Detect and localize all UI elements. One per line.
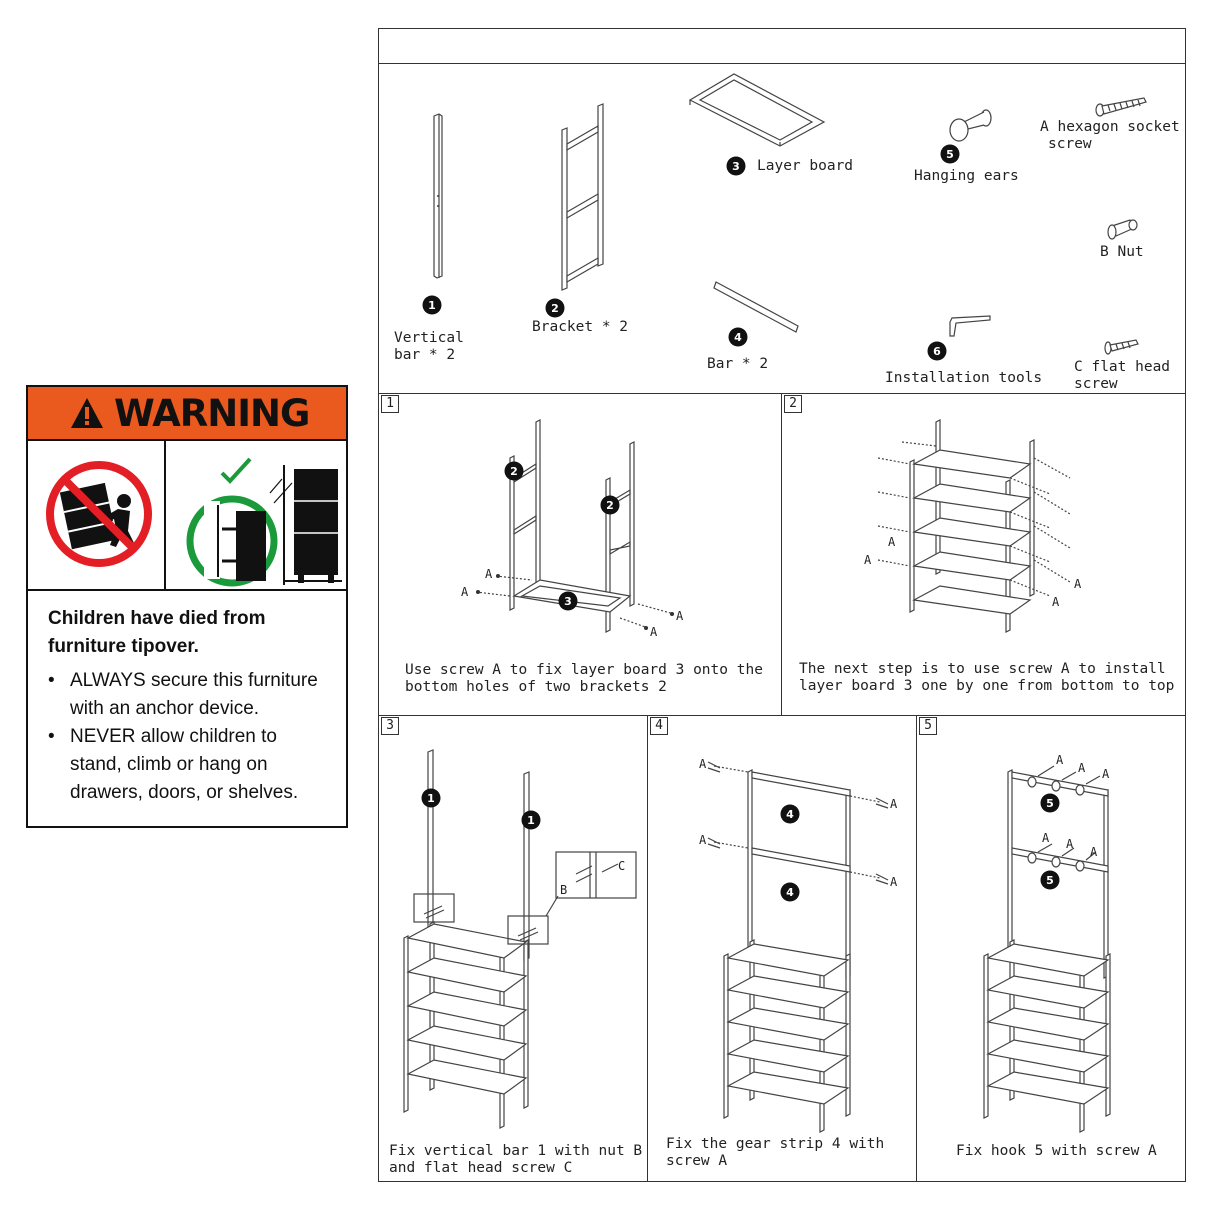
step-1-drawing: A A A A 2 2 3 <box>461 419 684 639</box>
svg-text:1: 1 <box>427 792 435 805</box>
part-number-5: 5 <box>946 148 954 161</box>
svg-text:2: 2 <box>606 499 614 512</box>
step-4-drawing: A A A A 4 4 <box>699 757 898 1133</box>
svg-text:A: A <box>1078 761 1086 775</box>
nut-icon <box>1107 219 1138 240</box>
anchor-secured-icon <box>186 457 342 587</box>
bar-drawing <box>713 281 799 333</box>
step-1-caption: Use screw A to fix layer board 3 onto th… <box>405 662 763 695</box>
part-label-installation-tools: Installation tools <box>885 370 1043 386</box>
svg-text:A: A <box>1090 845 1098 859</box>
flat-head-screw-icon <box>1104 339 1139 355</box>
svg-text:5: 5 <box>1046 874 1054 887</box>
warning-bullet-always: • ALWAYS secure this furniture with an a… <box>48 670 318 719</box>
no-climbing-icon <box>46 461 152 567</box>
instruction-sheet <box>378 28 1186 1182</box>
svg-text:3: 3 <box>564 595 572 608</box>
svg-text:A: A <box>864 553 872 567</box>
svg-text:A: A <box>1074 577 1082 591</box>
svg-text:C: C <box>618 859 625 873</box>
svg-text:A: A <box>676 609 684 623</box>
step-5-caption: Fix hook 5 with screw A <box>956 1143 1157 1159</box>
warning-bullets: • ALWAYS secure this furniture with an a… <box>48 667 348 807</box>
step-3-number: 3 <box>381 717 399 735</box>
step-2-caption: The next step is to use screw A to insta… <box>799 661 1175 694</box>
warning-pictograms <box>28 439 346 591</box>
bracket-drawing <box>561 103 604 291</box>
part-number-2: 2 <box>551 302 559 315</box>
svg-text:A: A <box>890 797 898 811</box>
step-5-number: 5 <box>919 717 937 735</box>
warning-heading: Children have died from furniture tipove… <box>48 608 266 657</box>
svg-text:A: A <box>699 833 707 847</box>
hanging-ear-drawing <box>949 109 992 142</box>
step-4-number: 4 <box>650 717 668 735</box>
svg-text:B: B <box>560 883 567 897</box>
part-label-nut-b: B Nut <box>1100 244 1144 260</box>
step-2-number: 2 <box>784 395 802 413</box>
warning-header: WARNING <box>28 387 346 441</box>
svg-text:A: A <box>1052 595 1060 609</box>
svg-text:A: A <box>1056 753 1064 767</box>
svg-text:1: 1 <box>527 814 535 827</box>
svg-text:4: 4 <box>786 808 794 821</box>
part-label-bracket: Bracket * 2 <box>532 319 629 335</box>
warning-triangle-icon <box>71 398 103 428</box>
svg-text:5: 5 <box>1046 797 1054 810</box>
part-label-layer-board: Layer board <box>757 158 854 174</box>
svg-text:A: A <box>1042 831 1050 845</box>
layer-board-drawing <box>688 73 826 147</box>
warning-title: WARNING <box>114 392 310 435</box>
step-3-drawing: B C 1 1 <box>403 749 637 1129</box>
svg-text:A: A <box>461 585 469 599</box>
step-1-screw-a-label: A <box>485 567 493 581</box>
svg-text:A: A <box>1102 767 1110 781</box>
vertical-bar-drawing <box>433 113 443 279</box>
part-number-4: 4 <box>734 331 742 344</box>
svg-text:A: A <box>1066 837 1074 851</box>
svg-text:4: 4 <box>786 886 794 899</box>
hexagon-socket-screw-icon <box>1095 97 1147 117</box>
svg-text:A: A <box>890 875 898 889</box>
svg-text:A: A <box>699 757 707 771</box>
step-1-number: 1 <box>381 395 399 413</box>
part-number-6: 6 <box>933 345 941 358</box>
part-label-hanging-ears: Hanging ears <box>914 168 1019 184</box>
step-2-drawing: A A A A <box>864 419 1082 633</box>
warning-bullet-never: • NEVER allow children to stand, climb o… <box>48 726 299 803</box>
step-5-drawing: A A A A A A 5 5 <box>983 753 1111 1133</box>
warning-label: WARNING <box>26 385 348 828</box>
part-number-3: 3 <box>732 160 740 173</box>
hex-key-drawing <box>949 315 991 337</box>
svg-text:A: A <box>650 625 658 639</box>
part-number-1: 1 <box>428 299 436 312</box>
svg-text:2: 2 <box>510 465 518 478</box>
svg-text:A: A <box>888 535 896 549</box>
part-label-bar: Bar * 2 <box>707 356 769 372</box>
